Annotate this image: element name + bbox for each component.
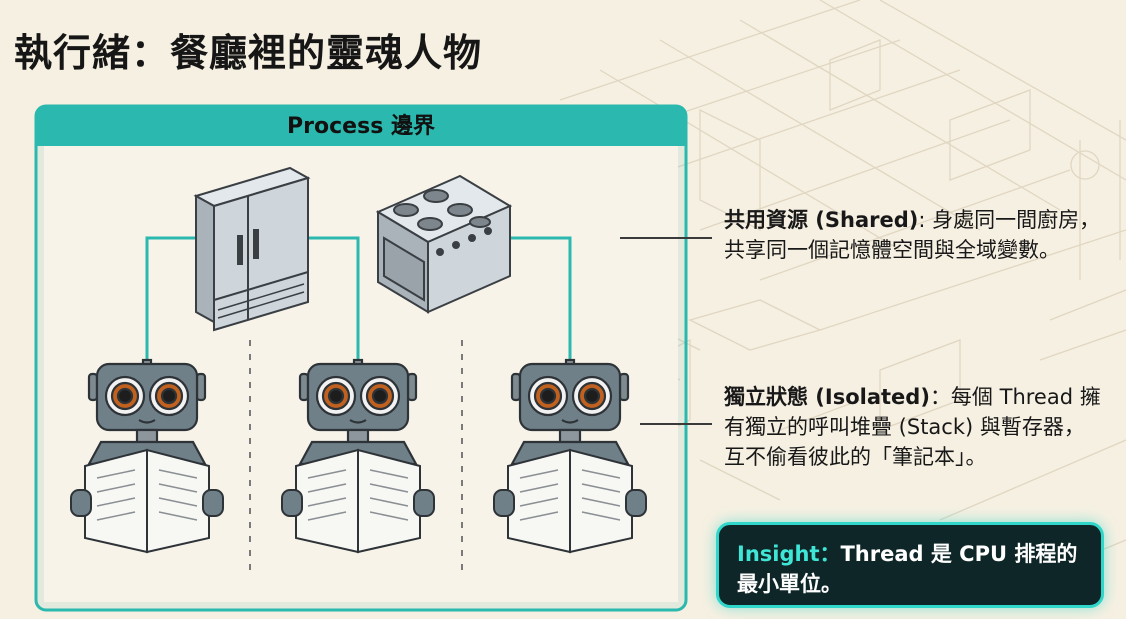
- notebook-icon: [281, 448, 435, 554]
- isolated-text: ：每個 Thread 擁有獨立的呼叫堆疊 (Stack) 與暫存器，互不偷看彼此…: [724, 385, 1101, 469]
- robot-icon: [493, 358, 647, 554]
- isolated-heading: 獨立狀態 (Isolated): [724, 385, 930, 409]
- page-title: 執行緒：餐廳裡的靈魂人物: [14, 31, 483, 75]
- refrigerator-icon: [193, 166, 311, 332]
- process-boundary-label: Process 邊界: [287, 114, 435, 139]
- notebook-icon: [493, 448, 647, 554]
- robot-icon: [281, 358, 435, 554]
- shared-annotation: 共用資源 (Shared): 身處同一間廚房，共享同一個記憶體空間與全域變數。: [724, 205, 1114, 265]
- robot-icon: [70, 358, 224, 554]
- insight-label: Insight：: [737, 542, 841, 566]
- isolated-annotation: 獨立狀態 (Isolated)：每個 Thread 擁有獨立的呼叫堆疊 (Sta…: [724, 382, 1104, 472]
- shared-text: : 身處同一間廚房，共享同一個記憶體空間與全域變數。: [724, 208, 1101, 262]
- notebook-icon: [70, 448, 224, 554]
- insight-text: Thread 是 CPU 排程的最小單位。: [737, 542, 1078, 596]
- shared-heading: 共用資源 (Shared): [724, 208, 919, 232]
- insight-box: Insight：Thread 是 CPU 排程的最小單位。: [716, 522, 1104, 608]
- stove-icon: [375, 174, 513, 314]
